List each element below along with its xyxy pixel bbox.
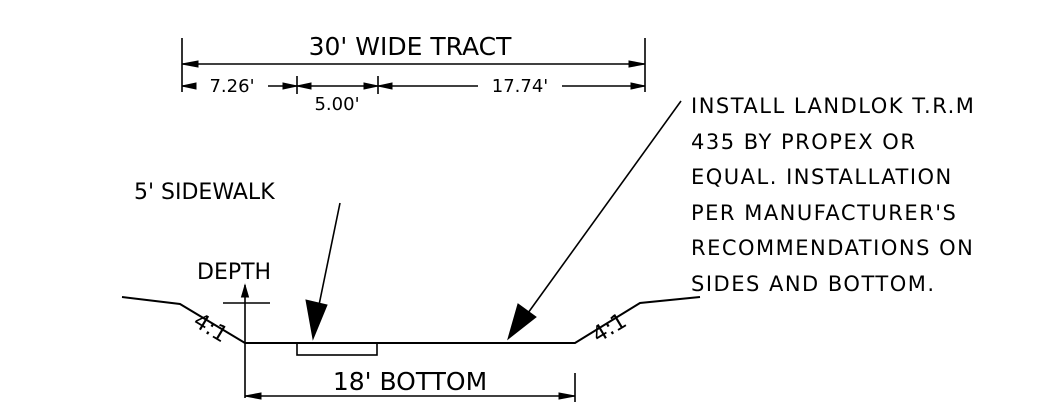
note-line-1: INSTALL LANDLOK T.R.M: [691, 94, 975, 118]
sub-dim-right-arrow-start: [377, 82, 393, 90]
sub-dim-right-label: 17.74': [492, 76, 548, 97]
sub-dim-left-label: 7.26': [209, 76, 254, 97]
note-line-4: PER MANUFACTURER'S: [691, 201, 957, 225]
sidewalk-leader-line: [318, 202, 341, 306]
depth-label: DEPTH: [197, 260, 271, 285]
depth-arrow-up: [240, 283, 250, 298]
sub-dim-middle-arrow-end: [363, 82, 379, 90]
installation-note: INSTALL LANDLOK T.R.M 435 BY PROPEX OR E…: [691, 94, 984, 296]
note-leader-arrowhead: [507, 303, 537, 341]
sub-dimensions: 7.26' 5.00' 17.74': [181, 76, 646, 115]
note-line-3: EQUAL. INSTALLATION: [691, 165, 953, 189]
sub-dim-right-arrow-end: [630, 82, 646, 90]
bottom-width-dimension: 18' BOTTOM: [244, 367, 576, 402]
sidewalk-leader-arrowhead: [305, 299, 328, 341]
bottom-width-label: 18' BOTTOM: [333, 367, 487, 396]
slope-label-right: 4:1: [588, 309, 631, 349]
sidewalk-callout: 5' SIDEWALK: [134, 180, 341, 341]
bottom-arrow-left: [244, 392, 262, 400]
sub-dim-middle-arrow-start: [296, 82, 312, 90]
note-line-5: RECOMMENDATIONS ON: [691, 236, 974, 260]
installation-note-callout: INSTALL LANDLOK T.R.M 435 BY PROPEX OR E…: [507, 94, 984, 341]
sub-dim-middle-label: 5.00': [314, 94, 359, 115]
slope-label-left: 4:1: [189, 309, 232, 349]
sub-dim-left-arrow-end: [282, 82, 298, 90]
channel-ground-line: [121, 296, 701, 344]
sidewalk-callout-label: 5' SIDEWALK: [134, 180, 275, 205]
sub-dim-left-arrow-start: [181, 82, 197, 90]
note-line-2: 435 BY PROPEX OR: [691, 130, 916, 154]
depth-marker: DEPTH: [197, 260, 271, 398]
note-leader-line: [527, 100, 682, 314]
tract-width-label: 30' WIDE TRACT: [309, 32, 512, 61]
note-line-6: SIDES AND BOTTOM.: [691, 272, 936, 296]
sidewalk-slab: [296, 342, 378, 356]
bottom-arrow-right: [558, 392, 576, 400]
tract-arrow-left: [181, 60, 199, 68]
tract-arrow-right: [628, 60, 646, 68]
channel-profile: [121, 296, 701, 356]
tract-width-dimension: 30' WIDE TRACT: [181, 32, 646, 92]
